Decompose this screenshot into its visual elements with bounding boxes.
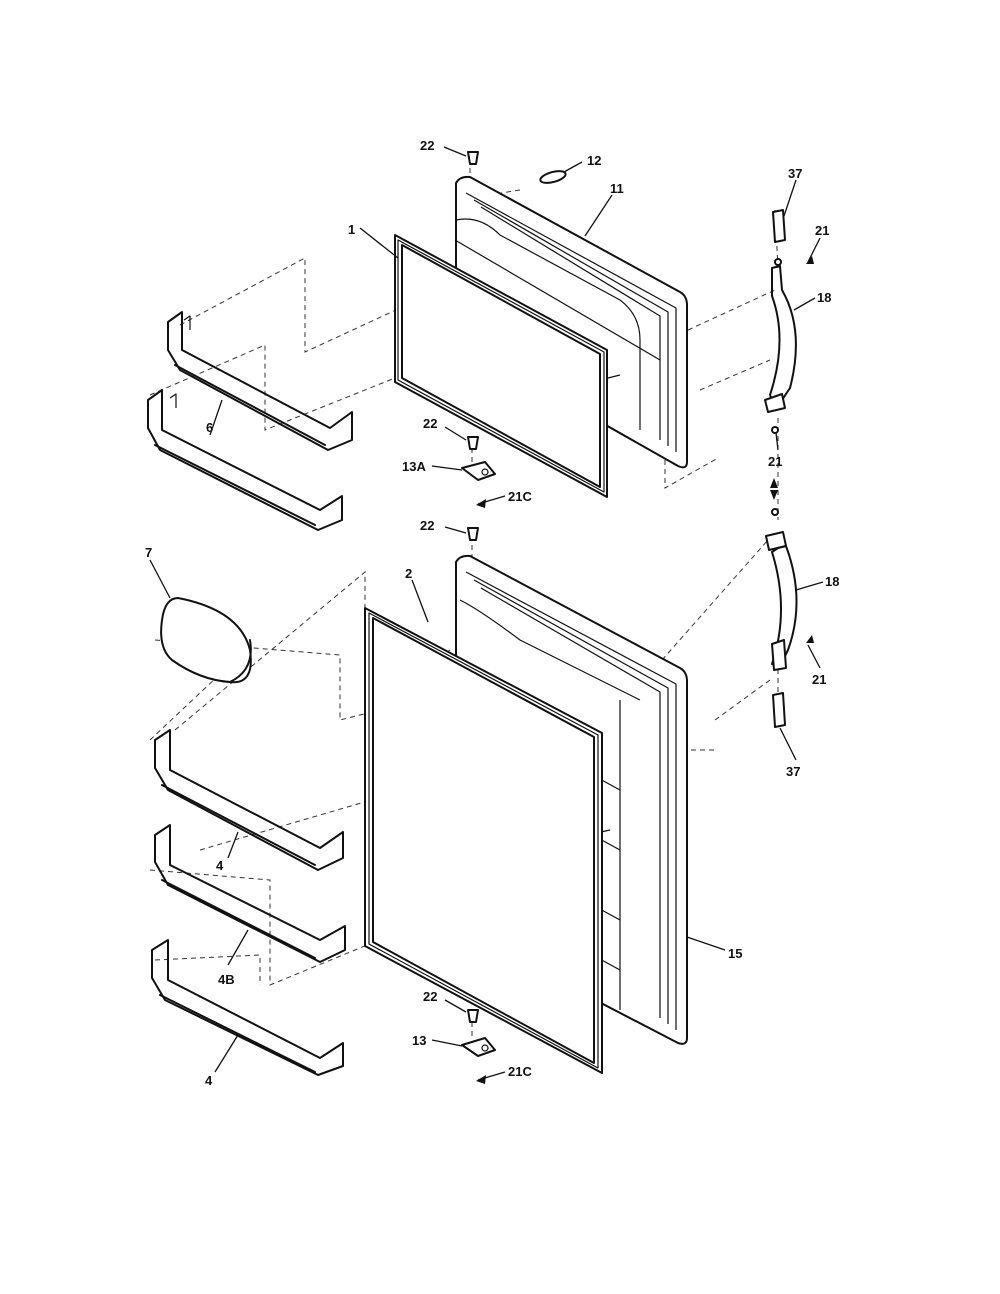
part-labels: 22 12 11 1 6 22 13A 21C 37 21 18 21 22 2… [145,138,839,1088]
label-7: 7 [145,545,152,560]
screw-arrows [476,256,814,1084]
label-21-middle: 21 [768,454,782,469]
fresh-food-door-gasket [364,607,603,1074]
label-6: 6 [206,420,213,435]
label-37-bottom: 37 [786,764,800,779]
label-22-fresh-bottom: 22 [423,989,437,1004]
label-21-upper: 21 [815,223,829,238]
hardware [461,151,567,1057]
label-21c-freezer: 21C [508,489,532,504]
leader-lines [149,146,824,1081]
freezer-door-shelves [147,311,353,531]
label-4-lower: 4 [205,1073,213,1088]
label-4-upper: 4 [216,858,224,873]
freezer-door-gasket [394,234,608,498]
label-15: 15 [728,946,742,961]
label-22-freezer-bottom: 22 [423,416,437,431]
label-37-top: 37 [788,166,802,181]
label-22-top: 22 [420,138,434,153]
label-21-lower: 21 [812,672,826,687]
label-1: 1 [348,222,355,237]
label-18-upper: 18 [817,290,831,305]
dairy-door [160,597,252,684]
label-4b: 4B [218,972,235,987]
handle-lower [765,508,798,728]
label-22-fresh-top: 22 [420,518,434,533]
label-11: 11 [610,181,624,196]
label-13a: 13A [402,459,426,474]
label-21c-fresh: 21C [508,1064,532,1079]
fresh-food-door-shelves [151,729,346,1076]
label-18-lower: 18 [825,574,839,589]
label-12: 12 [587,153,601,168]
handle-upper [764,209,797,434]
label-13: 13 [412,1033,426,1048]
label-2: 2 [405,566,412,581]
